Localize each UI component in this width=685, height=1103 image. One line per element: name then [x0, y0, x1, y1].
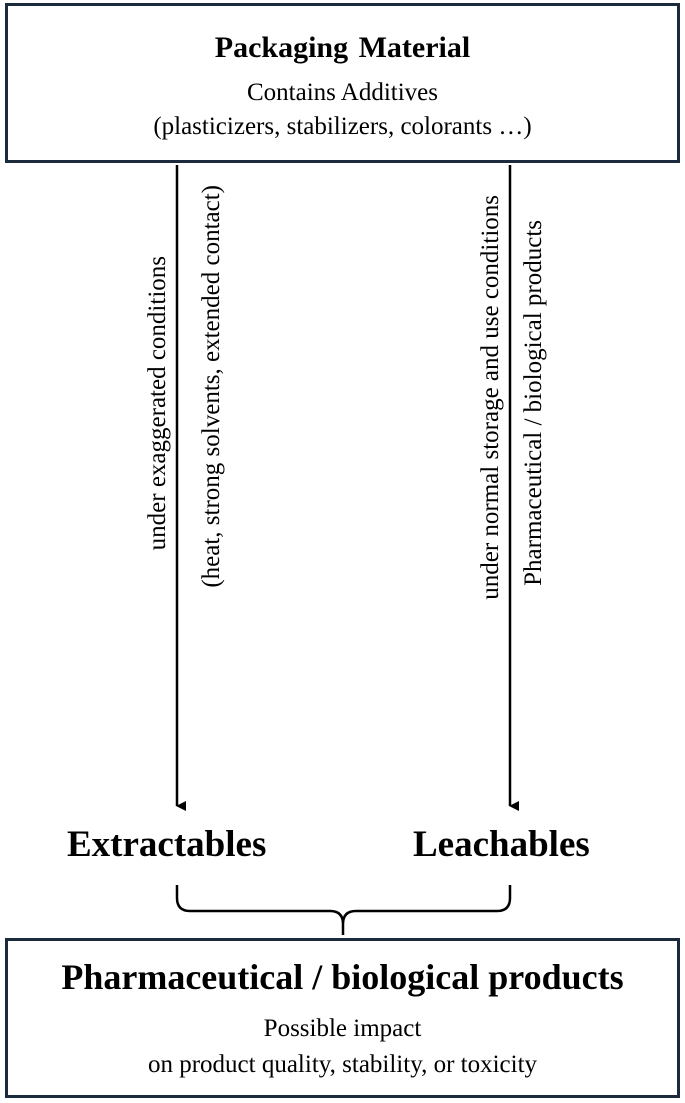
left-condition-label-1: under exaggerated conditions [144, 256, 171, 551]
packaging-material-box: Packaging Material Contains Additives (p… [5, 3, 680, 163]
products-title: Pharmaceutical / biological products [61, 957, 624, 997]
products-description: Possible impact on product quality, stab… [8, 1011, 677, 1083]
extractables-label: Extractables [67, 824, 267, 865]
packaging-material-subtitle-1: Contains Additives [247, 79, 438, 106]
right-condition-label-2: Pharmaceutical / biological products [520, 220, 547, 586]
packaging-material-subtitle-2: (plasticizers, stabilizers, colorants …) [153, 113, 532, 140]
products-subtitle-2: on product quality, stability, or toxici… [147, 1051, 538, 1078]
curly-brace [175, 885, 512, 935]
products-box: Pharmaceutical / biological products Pos… [5, 938, 680, 1098]
packaging-material-description: Contains Additives (plasticizers, stabil… [8, 76, 677, 144]
products-subtitle-1: Possible impact [263, 1015, 422, 1042]
left-condition-label-2: (heat, strong solvents, extended contact… [198, 185, 225, 588]
leachables-label: Leachables [413, 824, 590, 865]
packaging-material-title: Packaging Material [214, 31, 471, 64]
right-condition-label-1: under normal storage and use conditions [477, 195, 504, 600]
